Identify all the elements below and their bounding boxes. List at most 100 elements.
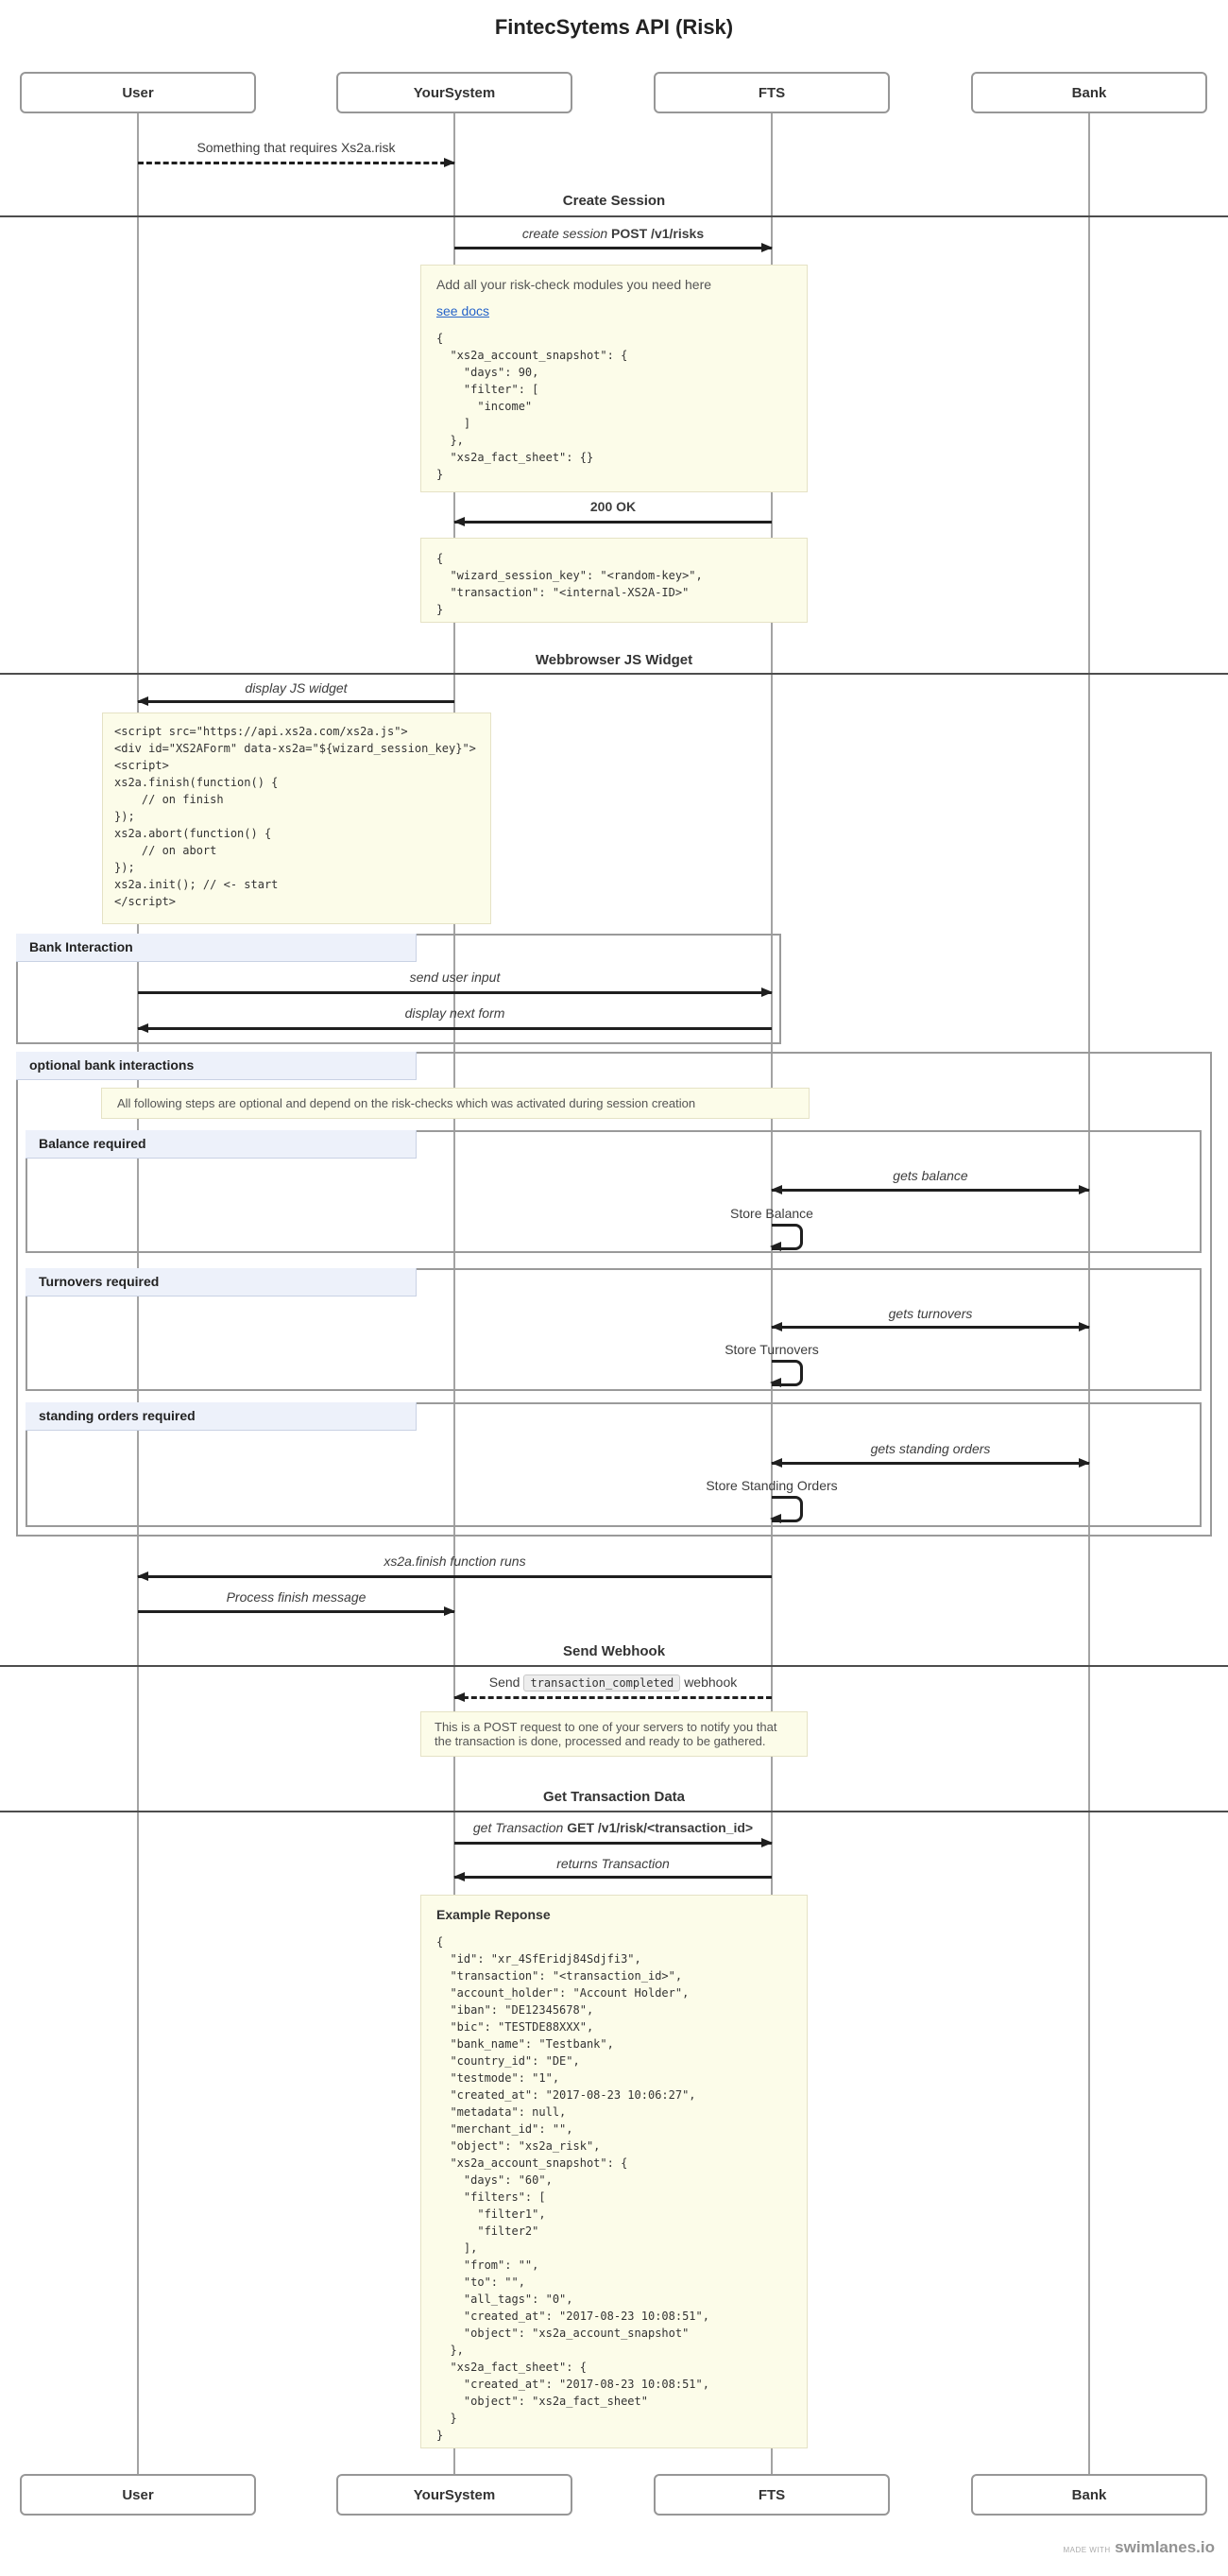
arrowhead-right-icon xyxy=(1079,1185,1090,1194)
section-line xyxy=(0,1811,1228,1812)
message-arrow-200-ok xyxy=(453,517,772,526)
arrowhead-left-icon xyxy=(137,696,148,706)
message-arrow-gets-standing-orders xyxy=(771,1458,1090,1468)
message-arrow-create-session xyxy=(454,243,773,252)
note-webhook-info: This is a POST request to one of your se… xyxy=(420,1711,808,1757)
message-label-store-balance: Store Balance xyxy=(730,1206,813,1221)
note-widget-code: <script src="https://api.xs2a.com/xs2a.j… xyxy=(102,713,491,924)
actor-user-label: User xyxy=(122,84,154,101)
swimlanes-credit[interactable]: MADE WITH swimlanes.io xyxy=(1063,2538,1215,2557)
actor-yoursystem-top: YourSystem xyxy=(336,72,572,113)
actor-yoursystem-bottom: YourSystem xyxy=(336,2474,572,2516)
group-label-standing-orders-required: standing orders required xyxy=(26,1402,417,1431)
note-widget-code-text: <script src="https://api.xs2a.com/xs2a.j… xyxy=(114,725,476,908)
message-arrow-get-transaction xyxy=(454,1838,773,1847)
message-label-gets-balance: gets balance xyxy=(893,1168,968,1183)
group-label-bank-interaction: Bank Interaction xyxy=(16,934,417,962)
arrowhead-left-icon xyxy=(770,1514,781,1523)
arrowhead-left-icon xyxy=(453,517,465,526)
self-loop-store-turnovers xyxy=(770,1360,803,1387)
message-label-send-user-input: send user input xyxy=(409,970,501,985)
arrowhead-left-icon xyxy=(137,1023,148,1033)
group-turnovers-required xyxy=(26,1268,1202,1391)
actor-yoursystem-label: YourSystem xyxy=(413,2486,496,2503)
create-session-desc: create session xyxy=(521,226,608,241)
self-loop-store-balance xyxy=(770,1224,803,1251)
arrowhead-right-icon xyxy=(1079,1458,1090,1468)
arrowhead-left-icon xyxy=(770,1378,781,1387)
message-label-get-transaction: get Transaction GET /v1/risk/<transactio… xyxy=(454,1820,772,1835)
actor-bank-label: Bank xyxy=(1071,84,1107,101)
message-arrow-gets-balance xyxy=(771,1185,1090,1194)
message-arrow-finish-runs xyxy=(137,1571,772,1581)
section-line xyxy=(0,1665,1228,1667)
message-label-process-finish: Process finish message xyxy=(226,1589,367,1605)
arrowhead-left-icon xyxy=(771,1322,782,1331)
note-session-response: { "wizard_session_key": "<random-key>", … xyxy=(420,538,808,623)
section-title-send-webhook: Send Webhook xyxy=(562,1643,666,1659)
message-label-200-ok: 200 OK xyxy=(589,499,637,514)
lifeline-bank xyxy=(1088,113,1090,2474)
credit-brand-link[interactable]: swimlanes.io xyxy=(1115,2538,1215,2556)
diagram-title: FintecSytems API (Risk) xyxy=(494,15,734,39)
webhook-prefix: Send xyxy=(488,1674,520,1690)
note-example-response: Example Reponse { "id": "xr_4SfEridj84Sd… xyxy=(420,1895,808,2448)
message-label-gets-standing-orders: gets standing orders xyxy=(870,1441,991,1456)
section-title-js-widget: Webbrowser JS Widget xyxy=(535,652,693,668)
message-arrow-trigger xyxy=(138,158,455,167)
group-label-optional-interactions: optional bank interactions xyxy=(16,1052,417,1080)
actor-bank-bottom: Bank xyxy=(971,2474,1207,2516)
lifeline-fts xyxy=(771,113,773,2474)
arrowhead-right-icon xyxy=(761,243,773,252)
arrowhead-right-icon xyxy=(1079,1322,1090,1331)
message-arrow-display-next-form xyxy=(137,1023,772,1033)
actor-user-label: User xyxy=(122,2486,154,2503)
group-standing-orders-required xyxy=(26,1402,1202,1527)
arrowhead-right-icon xyxy=(444,158,455,167)
actor-yoursystem-label: YourSystem xyxy=(413,84,496,101)
arrowhead-left-icon xyxy=(453,1872,465,1881)
actor-user-top: User xyxy=(20,72,256,113)
note-example-response-code: { "id": "xr_4SfEridj84Sdjfi3", "transact… xyxy=(436,1935,709,2442)
webhook-suffix: webhook xyxy=(684,1674,738,1690)
arrowhead-right-icon xyxy=(761,1838,773,1847)
section-title-get-transaction: Get Transaction Data xyxy=(542,1789,686,1805)
arrowhead-right-icon xyxy=(444,1606,455,1616)
message-label-display-widget: display JS widget xyxy=(245,680,348,696)
actor-bank-label: Bank xyxy=(1071,2486,1107,2503)
actor-user-bottom: User xyxy=(20,2474,256,2516)
note-session-request: Add all your risk-check modules you need… xyxy=(420,265,808,492)
group-balance-required xyxy=(26,1130,1202,1253)
message-arrow-webhook xyxy=(453,1692,772,1702)
section-title-create-session: Create Session xyxy=(562,193,666,209)
create-session-api: POST /v1/risks xyxy=(611,226,705,241)
message-label-trigger: Something that requires Xs2a.risk xyxy=(196,140,396,155)
message-label-returns-transaction: returns Transaction xyxy=(556,1856,670,1871)
group-label-balance-required: Balance required xyxy=(26,1130,417,1159)
see-docs-link[interactable]: see docs xyxy=(436,303,490,318)
note-optional-info: All following steps are optional and dep… xyxy=(101,1088,810,1119)
group-label-turnovers-required: Turnovers required xyxy=(26,1268,417,1297)
actor-fts-label: FTS xyxy=(758,84,786,101)
arrowhead-left-icon xyxy=(771,1185,782,1194)
message-label-store-turnovers: Store Turnovers xyxy=(725,1342,819,1357)
message-arrow-process-finish xyxy=(138,1606,455,1616)
actor-bank-top: Bank xyxy=(971,72,1207,113)
message-arrow-send-user-input xyxy=(138,987,773,997)
arrowhead-right-icon xyxy=(761,987,773,997)
note-example-response-title: Example Reponse xyxy=(436,1907,551,1922)
note-session-response-code: { "wizard_session_key": "<random-key>", … xyxy=(436,552,703,616)
get-transaction-api: GET /v1/risk/<transaction_id> xyxy=(567,1820,754,1835)
message-arrow-display-widget xyxy=(137,696,454,706)
message-arrow-returns-transaction xyxy=(453,1872,772,1881)
credit-prefix: MADE WITH xyxy=(1063,2546,1111,2554)
actor-fts-bottom: FTS xyxy=(654,2474,890,2516)
self-loop-store-standing-orders xyxy=(770,1496,803,1523)
message-arrow-gets-turnovers xyxy=(771,1322,1090,1331)
arrowhead-left-icon xyxy=(770,1242,781,1251)
arrowhead-left-icon xyxy=(453,1692,465,1702)
lifeline-yoursystem xyxy=(453,113,455,2474)
message-label-gets-turnovers: gets turnovers xyxy=(888,1306,973,1321)
